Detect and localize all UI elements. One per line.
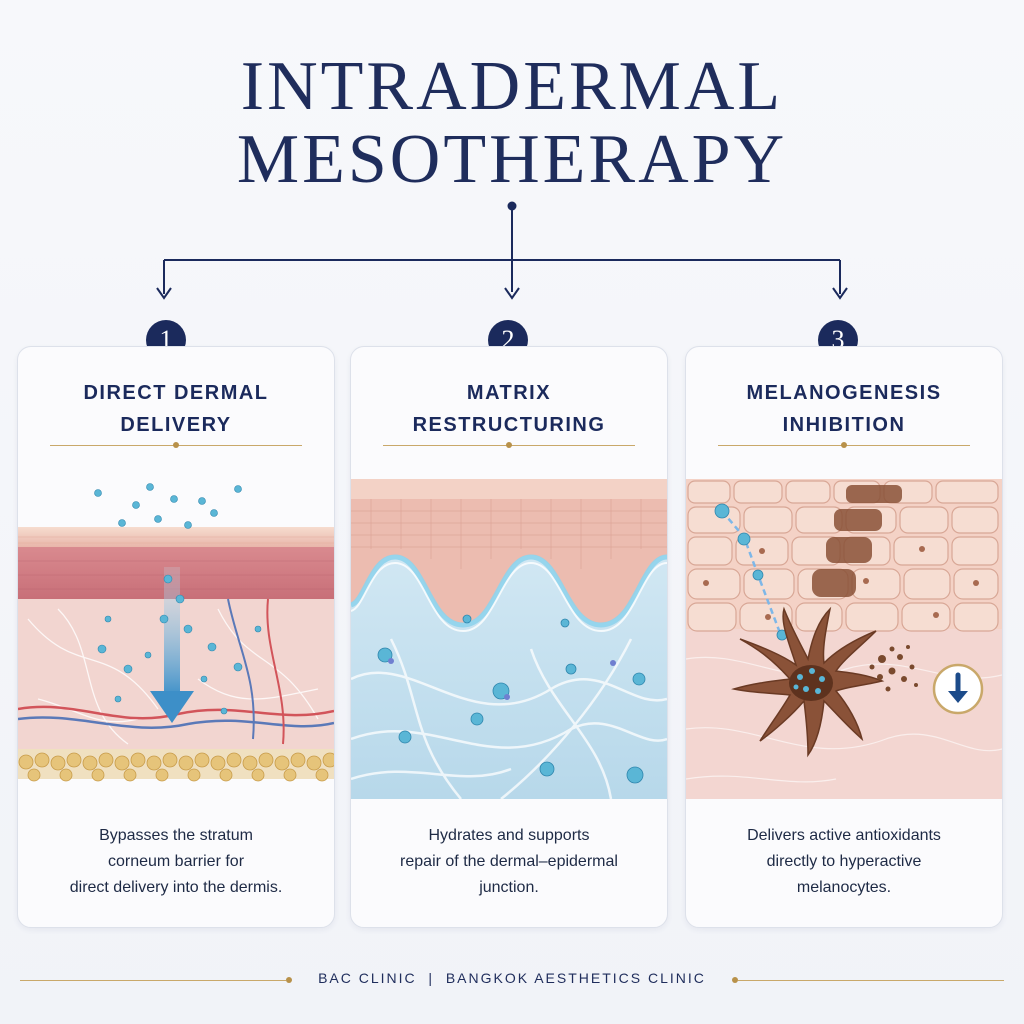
divider — [383, 442, 635, 448]
page-title-line-2: MESOTHERAPY — [236, 121, 788, 198]
card-description-line: melanocytes. — [796, 879, 892, 896]
card-description: Delivers active antioxidants directly to… — [706, 823, 982, 901]
card-description-line: repair of the dermal–epidermal — [400, 853, 618, 870]
card-title-line: MELANOGENESIS — [746, 382, 942, 404]
card-description-line: directly to hyperactive — [766, 853, 922, 870]
footer-rule-left — [20, 980, 286, 981]
arrowhead-icon — [504, 287, 520, 300]
card-description: Hydrates and supports repair of the derm… — [371, 823, 647, 901]
branch-connector — [156, 201, 848, 300]
divider — [50, 442, 302, 448]
card-description-line: Bypasses the stratum — [99, 827, 253, 844]
arrowhead-icon — [832, 287, 848, 300]
card-description-line: Hydrates and supports — [428, 827, 590, 844]
dermal-junction-illustration — [351, 479, 667, 799]
card-description-line: direct delivery into the dermis. — [69, 879, 283, 896]
card-title-line: MATRIX — [466, 382, 552, 404]
card-title-line: DELIVERY — [120, 414, 232, 436]
card-title: DIRECT DERMAL DELIVERY — [18, 377, 334, 441]
divider — [718, 442, 970, 448]
card-description-line: junction. — [479, 879, 539, 896]
down-arrow-icon — [932, 663, 984, 715]
footer-rule-right — [738, 980, 1004, 981]
footer-text: BAC CLINIC | BANGKOK AESTHETICS CLINIC — [308, 970, 716, 986]
page-title-line-1: INTRADERMAL — [240, 48, 784, 125]
footer-dot-right — [732, 977, 738, 983]
footer-brand: BAC CLINIC | BANGKOK AESTHETICS CLINIC — [0, 970, 1024, 986]
card-title-line: INHIBITION — [782, 414, 906, 436]
skin-cross-section-illustration — [18, 483, 334, 782]
card-matrix-restructuring: MATRIX RESTRUCTURING — [350, 346, 668, 928]
melanocyte-illustration — [686, 479, 1002, 799]
arrowhead-icon — [156, 287, 172, 300]
delivery-arrow-icon — [164, 567, 180, 697]
card-direct-dermal-delivery: DIRECT DERMAL DELIVERY — [17, 346, 335, 928]
card-description-line: Delivers active antioxidants — [747, 827, 941, 844]
card-description: Bypasses the stratum corneum barrier for… — [38, 823, 314, 901]
card-description-line: corneum barrier for — [107, 853, 245, 870]
card-melanogenesis-inhibition: MELANOGENESIS INHIBITION — [685, 346, 1003, 928]
footer-dot-left — [286, 977, 292, 983]
card-title: MATRIX RESTRUCTURING — [351, 377, 667, 441]
card-title-line: RESTRUCTURING — [412, 414, 606, 436]
card-title: MELANOGENESIS INHIBITION — [686, 377, 1002, 441]
card-title-line: DIRECT DERMAL — [83, 382, 269, 404]
